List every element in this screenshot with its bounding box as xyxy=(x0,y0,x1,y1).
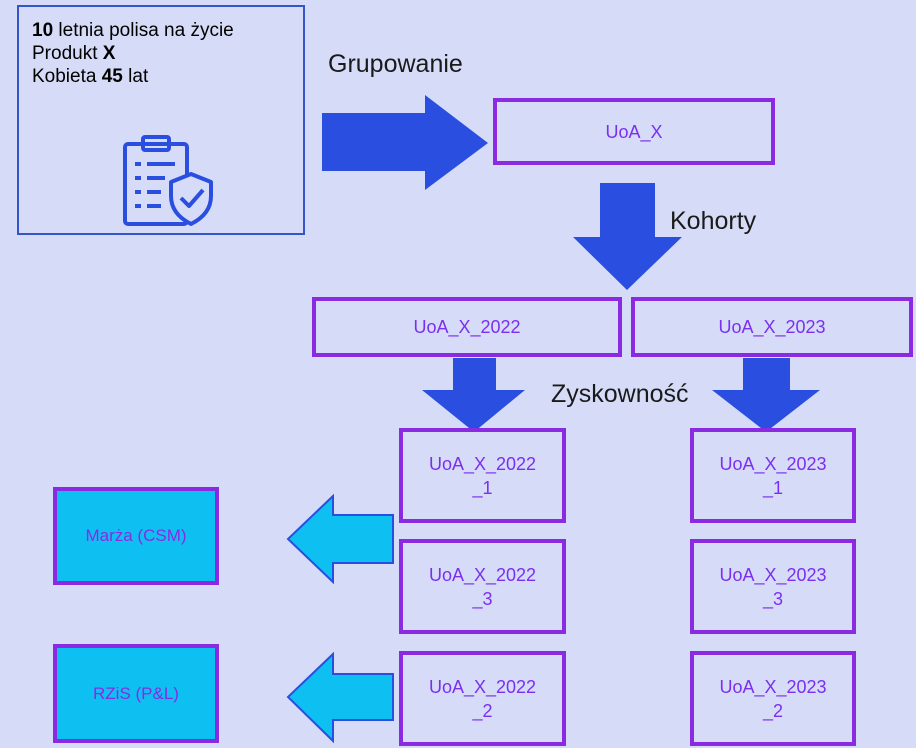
group-2022-1-node: UoA_X_2022_1 xyxy=(399,428,566,523)
cohorts-arrow xyxy=(573,183,682,290)
group-2022-3-node: UoA_X_2022_3 xyxy=(399,539,566,634)
pl-box: RZiS (P&L) xyxy=(53,644,219,743)
uoa-node: UoA_X xyxy=(493,98,775,165)
insurance-policy-icon xyxy=(123,135,213,226)
grouping-label: Grupowanie xyxy=(328,50,463,78)
policy-line-insured: Kobieta 45 lat xyxy=(32,66,149,87)
group-2023-1-node: UoA_X_2023_1 xyxy=(690,428,856,523)
cohort-2023-node: UoA_X_2023 xyxy=(631,297,913,357)
cohort-2022-node: UoA_X_2022 xyxy=(312,297,622,357)
grouping-arrow xyxy=(322,95,488,190)
cohorts-label: Kohorty xyxy=(670,207,757,235)
profitability-arrow-2022 xyxy=(422,358,525,432)
profitability-label: Zyskowność xyxy=(551,380,689,408)
group-2023-2-node: UoA_X_2023_2 xyxy=(690,651,856,746)
group-2023-3-node: UoA_X_2023_3 xyxy=(690,539,856,634)
policy-card: 10 letnia polisa na życie Produkt X Kobi… xyxy=(17,5,305,235)
csm-arrow xyxy=(286,493,394,585)
policy-line-term: 10 letnia polisa na życie xyxy=(32,20,234,41)
pl-arrow xyxy=(286,651,394,744)
csm-box: Marża (CSM) xyxy=(53,487,219,585)
policy-line-product: Produkt X xyxy=(32,43,116,64)
group-2022-2-node: UoA_X_2022_2 xyxy=(399,651,566,746)
profitability-arrow-2023 xyxy=(712,358,820,432)
